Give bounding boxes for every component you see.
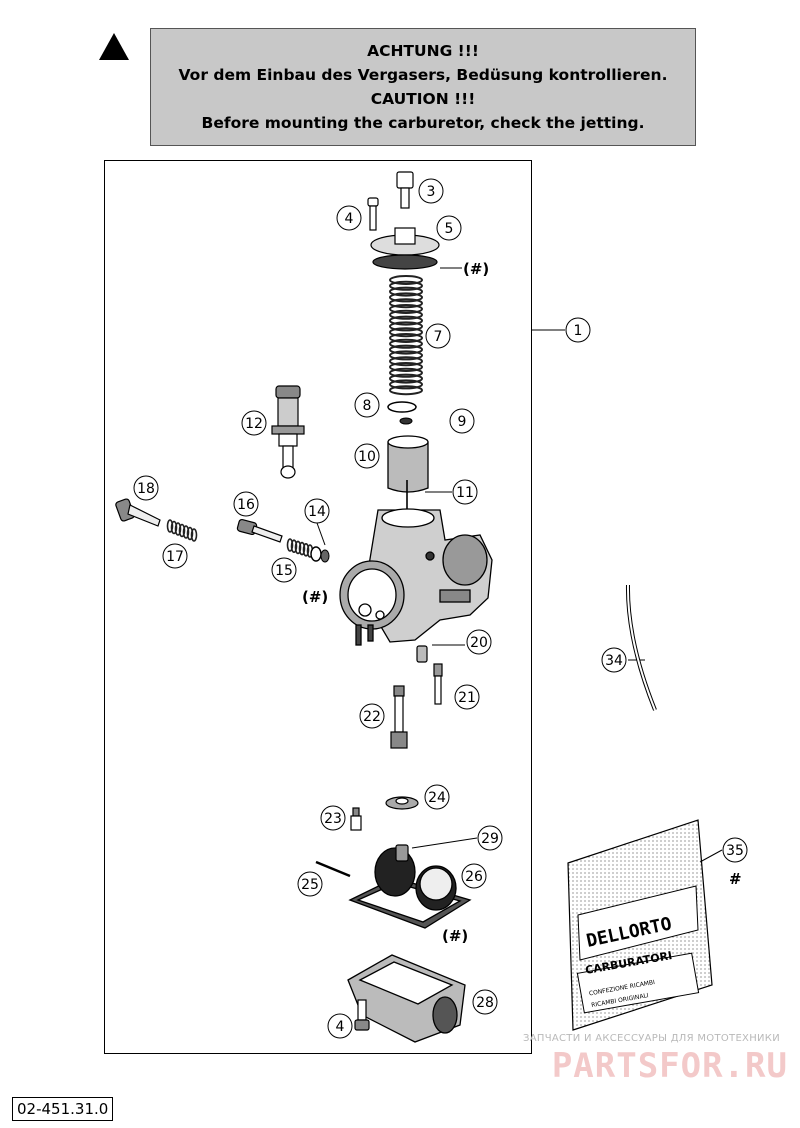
- part-4-screw-bottom: [354, 999, 370, 1031]
- caution-line-de-heading: ACHTUNG !!!: [367, 42, 479, 60]
- part-24-float-needle-seat: [385, 796, 419, 810]
- callout-12: 12: [241, 410, 267, 436]
- svg-text:8: 8: [363, 398, 372, 414]
- part-23-main-jet: [350, 807, 362, 831]
- svg-text:4: 4: [345, 211, 354, 227]
- callouts: 1 3 4 5 7 8 9 10 11 12 14 15 16 17 18 20…: [133, 178, 748, 1039]
- hash-marker-oring: (#): [302, 588, 328, 606]
- hash-marker-gasket: (#): [442, 927, 468, 945]
- part-34-hose: [625, 584, 657, 711]
- svg-text:4: 4: [336, 1019, 345, 1035]
- callout-29: 29: [477, 825, 503, 851]
- part-14-washer: [310, 546, 322, 562]
- callout-9: 9: [449, 408, 475, 434]
- part-10-throttle-slide: [387, 435, 429, 493]
- callout-3: 3: [418, 178, 444, 204]
- part-17-spring: [166, 519, 198, 542]
- callout-16: 16: [233, 491, 259, 517]
- svg-text:12: 12: [245, 416, 263, 432]
- callout-15: 15: [271, 557, 297, 583]
- part-5-cover: [370, 227, 440, 270]
- svg-text:7: 7: [434, 329, 443, 345]
- svg-text:25: 25: [301, 877, 319, 893]
- svg-text:14: 14: [308, 504, 326, 520]
- callout-5: 5: [436, 215, 462, 241]
- callout-34: 34: [601, 647, 627, 673]
- hose-highlight: [626, 584, 656, 711]
- callout-18: 18: [133, 475, 159, 501]
- svg-text:26: 26: [465, 869, 483, 885]
- caution-line-en-text: Before mounting the carburetor, check th…: [201, 114, 645, 132]
- caution-line-en-heading: CAUTION !!!: [370, 90, 476, 108]
- hash-markers: (#) (#) (#) #: [302, 260, 742, 945]
- svg-text:20: 20: [470, 635, 488, 651]
- callout-21: 21: [454, 684, 480, 710]
- callout-23: 23: [320, 805, 346, 831]
- hash-marker-cover: (#): [463, 260, 489, 278]
- svg-text:16: 16: [237, 497, 255, 513]
- part-26-float-gasket: [348, 847, 472, 929]
- svg-text:18: 18: [137, 481, 155, 497]
- part-29-float-needle: [395, 844, 409, 862]
- svg-text:10: 10: [358, 449, 376, 465]
- svg-text:28: 28: [476, 995, 494, 1011]
- svg-text:5: 5: [445, 221, 454, 237]
- callout-17: 17: [162, 543, 188, 569]
- part-4-screw-top: [367, 197, 379, 231]
- part-25-float-pin: [315, 860, 351, 878]
- svg-text:9: 9: [458, 414, 467, 430]
- part-35-jet-kit-bag: DELLORTO CARBURATORI CONFEZIONE RICAMBI …: [567, 819, 713, 1031]
- caution-line-de-text: Vor dem Einbau des Vergasers, Bedüsung k…: [178, 66, 668, 84]
- svg-text:17: 17: [166, 549, 184, 565]
- part-7-spring: [389, 275, 423, 396]
- callout-26: 26: [461, 863, 487, 889]
- svg-text:35: 35: [726, 843, 744, 859]
- part-28-float-bowl: [347, 954, 466, 1043]
- svg-text:3: 3: [427, 184, 436, 200]
- callout-14: 14: [304, 498, 330, 524]
- part-15-spring: [286, 538, 314, 558]
- part-20-jet: [416, 645, 428, 663]
- callout-22: 22: [359, 703, 385, 729]
- svg-text:1: 1: [574, 323, 583, 339]
- callout-20: 20: [466, 629, 492, 655]
- svg-text:22: 22: [363, 709, 381, 725]
- watermark-logo: PARTSFOR.RU: [551, 1046, 788, 1086]
- part-9-clip: [399, 417, 413, 425]
- part-number-label: 02-451.31.0: [12, 1097, 114, 1121]
- callout-10: 10: [354, 443, 380, 469]
- callout-24: 24: [424, 784, 450, 810]
- part-1-carburetor-body: [339, 508, 493, 646]
- callout-11: 11: [452, 479, 478, 505]
- svg-text:11: 11: [456, 485, 474, 501]
- assembly-frame: [104, 160, 532, 1054]
- svg-text:21: 21: [458, 690, 476, 706]
- callout-7: 7: [425, 323, 451, 349]
- callout-8: 8: [354, 392, 380, 418]
- part-3-cap-screw: [396, 171, 414, 209]
- part-12-starter-plunger: [271, 385, 305, 479]
- part-21-idle-jet: [433, 663, 443, 705]
- part-8-washer: [387, 401, 417, 413]
- part-18-idle-screw: [115, 498, 161, 527]
- svg-text:29: 29: [481, 831, 499, 847]
- warning-triangle-icon: [99, 33, 129, 60]
- caution-notice: ACHTUNG !!! Vor dem Einbau des Vergasers…: [150, 28, 696, 146]
- callout-28: 28: [472, 989, 498, 1015]
- callout-35: 35: [722, 837, 748, 863]
- part-16-mixture-screw: [236, 518, 283, 543]
- svg-text:24: 24: [428, 790, 446, 806]
- part-oring-small: [320, 549, 330, 563]
- callout-4-top: 4: [336, 205, 362, 231]
- part-22-needle-jet: [390, 685, 408, 749]
- svg-text:23: 23: [324, 811, 342, 827]
- callout-25: 25: [297, 871, 323, 897]
- callout-1: 1: [565, 317, 591, 343]
- callout-4-bottom: 4: [327, 1013, 353, 1039]
- hash-marker-kit: #: [729, 870, 742, 888]
- svg-text:34: 34: [605, 653, 623, 669]
- svg-text:15: 15: [275, 563, 293, 579]
- watermark-tagline: ЗАПЧАСТИ И АКСЕССУАРЫ ДЛЯ МОТОТЕХНИКИ: [523, 1033, 780, 1044]
